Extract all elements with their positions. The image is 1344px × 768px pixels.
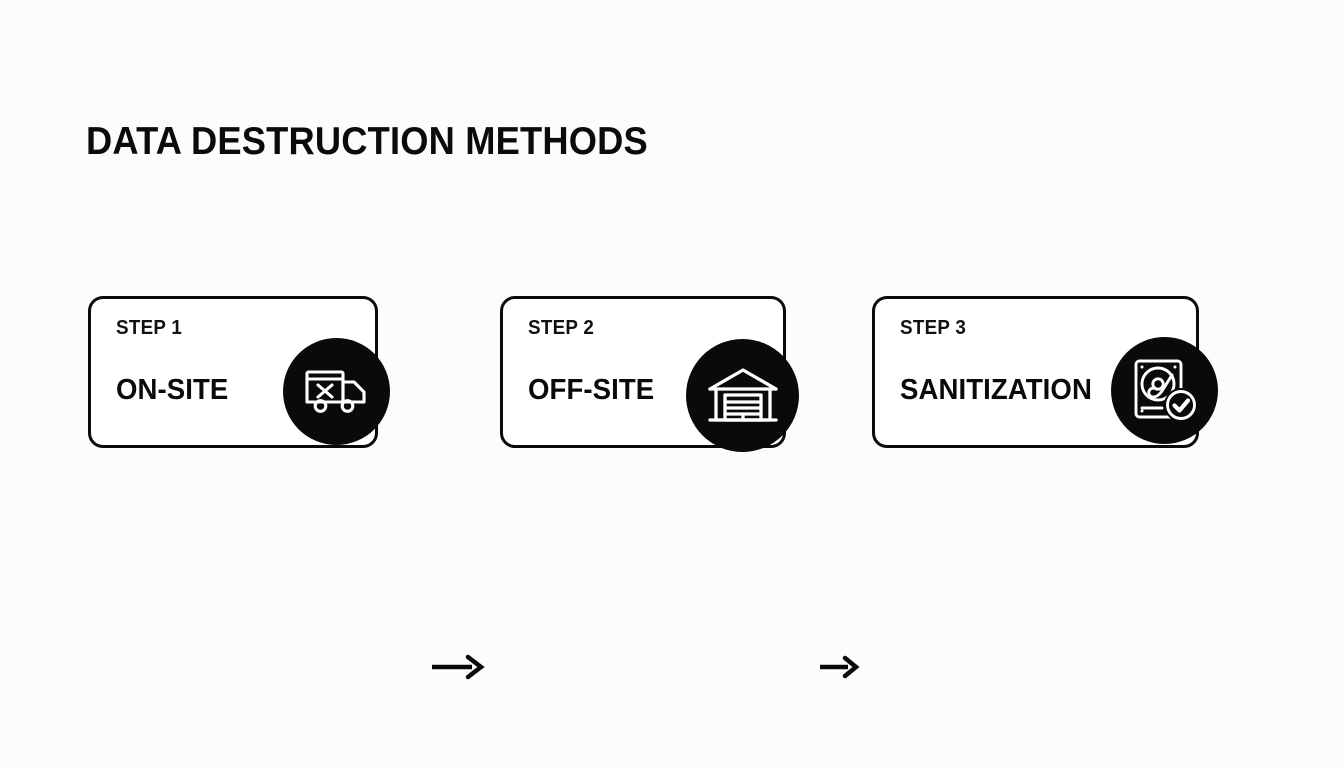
step-icon-badge-3 <box>1111 337 1218 444</box>
hard-drive-check-icon <box>1134 359 1198 422</box>
step-title-3: SANITIZATION <box>900 374 1092 406</box>
flow-connector-2 <box>818 655 860 679</box>
warehouse-icon <box>707 367 778 422</box>
step-label-3: STEP 3 <box>900 317 967 339</box>
truck-x-icon <box>304 369 366 413</box>
step-icon-badge-2 <box>686 339 799 452</box>
arrow-right-icon <box>820 655 860 679</box>
step-title-1: ON-SITE <box>116 374 229 406</box>
step-icon-badge-1 <box>283 338 390 445</box>
step-label-2: STEP 2 <box>528 317 595 339</box>
arrow-right-icon <box>432 654 485 680</box>
step-title-2: OFF-SITE <box>528 374 655 406</box>
flow-connector-1 <box>430 654 486 680</box>
step-label-1: STEP 1 <box>116 317 183 339</box>
page-title: DATA DESTRUCTION METHODS <box>86 120 648 163</box>
